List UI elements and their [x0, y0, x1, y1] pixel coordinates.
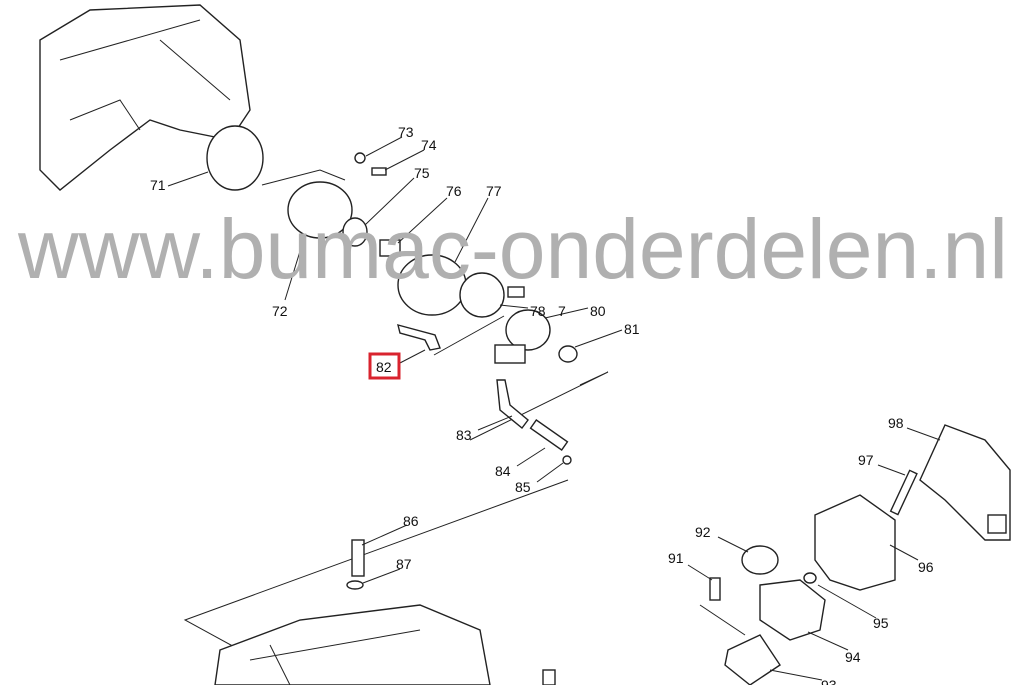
part-72-clutch: [261, 169, 353, 301]
label-87: 87: [396, 556, 412, 572]
label-96: 96: [918, 559, 934, 575]
label-85: 85: [515, 479, 531, 495]
part-75-washer: [342, 217, 368, 247]
label-73: 73: [398, 124, 414, 140]
part-91-bolt: [709, 577, 721, 601]
label-95: 95: [873, 615, 889, 631]
part-83-oil-hose: [477, 379, 529, 431]
part-95-o-ring: [803, 572, 817, 584]
highlight-box-82: [368, 352, 401, 380]
part-96-air-filter: [814, 494, 919, 591]
part-93-intake: [724, 634, 823, 685]
part-71-drum-cover: [167, 125, 264, 191]
bolt-bottom: [542, 669, 556, 685]
part-81-washer: [558, 345, 578, 363]
part-78-sprocket: [459, 272, 505, 318]
part-87-washer: [346, 580, 364, 590]
part-82-worm-gear: [397, 324, 441, 365]
label-82[interactable]: 82: [376, 359, 392, 375]
label-91: 91: [668, 550, 684, 566]
label-92: 92: [695, 524, 711, 540]
label-83: 83: [456, 427, 472, 443]
label-71: 71: [150, 177, 166, 193]
part-74-bolt: [371, 167, 387, 176]
part-84-spring: [516, 419, 569, 467]
part-79-fitting: [507, 286, 525, 298]
part-73-washer: [354, 152, 366, 164]
part-80-oil-pump: [494, 307, 589, 364]
label-97: 97: [858, 452, 874, 468]
label-77: 77: [486, 183, 502, 199]
part-97-bolt: [877, 464, 918, 516]
label-72: 72: [272, 303, 288, 319]
part-94-carburetor: [759, 579, 849, 651]
watermark-text: www.bumac-onderdelen.nl: [17, 202, 1008, 296]
label-74: 74: [421, 137, 437, 153]
label-93: 93: [821, 677, 837, 685]
label-84: 84: [495, 463, 511, 479]
label-76: 76: [446, 183, 462, 199]
part-76-bearing: [379, 239, 401, 257]
label-94: 94: [845, 649, 861, 665]
part-86-bolt: [351, 539, 365, 577]
bottom-housing: [214, 604, 491, 685]
label-75: 75: [414, 165, 430, 181]
label-80: 80: [590, 303, 606, 319]
clutch-cover-housing: [39, 4, 251, 191]
label-81: 81: [624, 321, 640, 337]
part-98-cover-plate: [906, 424, 1011, 541]
label-79: 7: [558, 303, 566, 319]
label-86: 86: [403, 513, 419, 529]
part-85-cap: [562, 455, 572, 465]
label-78: 78: [530, 303, 546, 319]
label-98: 98: [888, 415, 904, 431]
part-92-insulator: [741, 545, 779, 575]
